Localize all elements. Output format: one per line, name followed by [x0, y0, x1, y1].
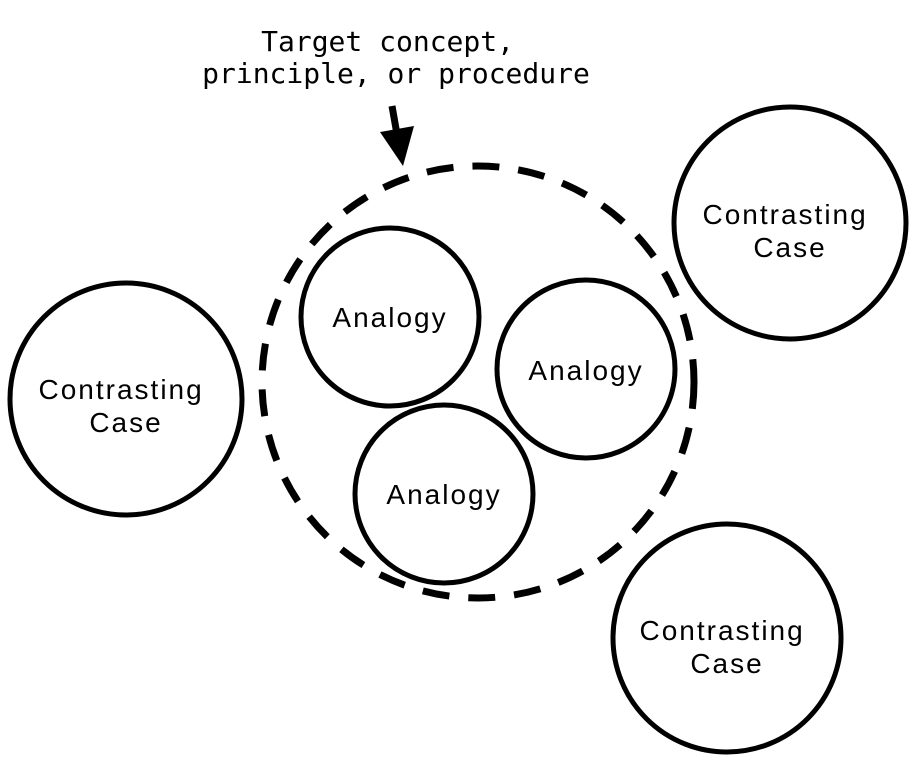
contrasting-case-label-line-2: Case — [89, 407, 162, 438]
analogy-label-line: Analogy — [386, 479, 501, 510]
analogy-circle — [352, 402, 536, 586]
contrasting-case-label-line-2: Case — [753, 232, 826, 263]
contrasting-case-circle — [671, 104, 909, 342]
analogy-circle — [494, 277, 678, 461]
contrasting-case-label-line-1: Contrasting — [39, 374, 204, 405]
analogy-node-1: Analogy — [298, 225, 482, 409]
target-label-line-1: Target concept, — [261, 25, 514, 58]
target-label: Target concept, principle, or procedure — [202, 25, 590, 90]
target-label-line-2: principle, or procedure — [202, 57, 590, 90]
contrasting-case-label-line-1: Contrasting — [703, 199, 868, 230]
analogy-node-3: Analogy — [352, 402, 536, 586]
analogy-label-line: Analogy — [332, 302, 447, 333]
contrasting-case-node-top-right: Contrasting Case — [671, 104, 909, 342]
target-arrow — [380, 105, 414, 166]
contrasting-case-label: Contrasting Case — [703, 199, 878, 263]
analogy-label-line: Analogy — [528, 355, 643, 386]
analogy-node-2: Analogy — [494, 277, 678, 461]
analogy-circle — [298, 225, 482, 409]
analogy-label: Analogy — [528, 355, 643, 386]
contrasting-case-label-line-1: Contrasting — [640, 615, 805, 646]
analogy-label: Analogy — [386, 479, 501, 510]
contrasting-case-node-bottom-right: Contrasting Case — [610, 521, 844, 755]
contrasting-case-label: Contrasting Case — [640, 615, 815, 679]
contrasting-case-circle — [610, 521, 844, 755]
analogy-label: Analogy — [332, 302, 447, 333]
contrasting-case-label-line-2: Case — [690, 648, 763, 679]
target-arrow-head — [380, 126, 414, 166]
target-boundary — [258, 162, 698, 602]
contrasting-case-label: Contrasting Case — [39, 374, 214, 438]
contrasting-case-node-left: Contrasting Case — [7, 280, 245, 518]
contrasting-case-circle — [7, 280, 245, 518]
